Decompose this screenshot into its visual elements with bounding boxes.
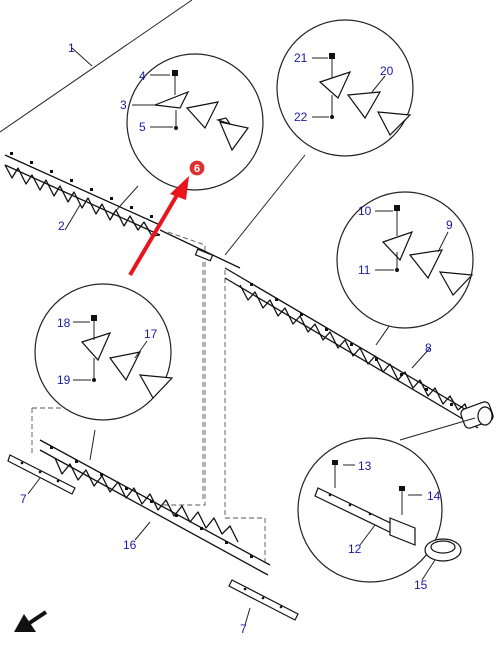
callout-19[interactable]: 19 bbox=[57, 373, 71, 387]
callout-3[interactable]: 3 bbox=[120, 98, 127, 112]
callout-13[interactable]: 13 bbox=[358, 459, 372, 473]
callout-21[interactable]: 21 bbox=[294, 51, 308, 65]
detail-circle-9-10-11 bbox=[336, 191, 474, 329]
front-direction-arrow-icon bbox=[14, 610, 48, 632]
knife-section-left bbox=[4, 152, 161, 237]
callout-15[interactable]: 15 bbox=[414, 578, 428, 592]
callout-2[interactable]: 2 bbox=[58, 219, 65, 233]
callout-20[interactable]: 20 bbox=[380, 64, 394, 78]
callout-labels: 1 2 3 4 5 7 7 8 9 10 11 12 13 14 15 16 1… bbox=[20, 41, 453, 636]
callout-12[interactable]: 12 bbox=[348, 542, 362, 556]
callout-14[interactable]: 14 bbox=[427, 489, 441, 503]
callout-4[interactable]: 4 bbox=[139, 69, 146, 83]
housing-outline bbox=[0, 0, 193, 133]
highlight-arrow-icon bbox=[128, 176, 189, 277]
callout-1[interactable]: 1 bbox=[68, 41, 75, 55]
knife-section-right bbox=[224, 267, 494, 429]
callout-7-left[interactable]: 7 bbox=[20, 492, 27, 506]
badge-label-6: 6 bbox=[194, 163, 200, 175]
callout-8[interactable]: 8 bbox=[425, 341, 432, 355]
knife-section-lower bbox=[39, 439, 271, 576]
detail-circle-17-18-19 bbox=[34, 283, 174, 421]
callout-11[interactable]: 11 bbox=[358, 263, 371, 277]
wear-strip-right bbox=[228, 579, 299, 621]
callout-9[interactable]: 9 bbox=[446, 218, 453, 232]
detail-circle-12-15 bbox=[297, 437, 462, 583]
callout-10[interactable]: 10 bbox=[358, 204, 372, 218]
callout-7-right[interactable]: 7 bbox=[240, 622, 247, 636]
callout-5[interactable]: 5 bbox=[139, 120, 146, 134]
wear-strip-left bbox=[7, 454, 76, 495]
detail-circle-3-4-5 bbox=[126, 53, 264, 191]
callout-18[interactable]: 18 bbox=[57, 316, 71, 330]
callout-17[interactable]: 17 bbox=[144, 327, 158, 341]
highlighted-part-badge[interactable]: 6 bbox=[188, 159, 206, 177]
callout-22[interactable]: 22 bbox=[294, 110, 308, 124]
knife-connector bbox=[159, 229, 241, 269]
callout-16[interactable]: 16 bbox=[123, 538, 137, 552]
leader-lines bbox=[27, 47, 476, 626]
detail-circle-20-21-22 bbox=[276, 19, 414, 157]
